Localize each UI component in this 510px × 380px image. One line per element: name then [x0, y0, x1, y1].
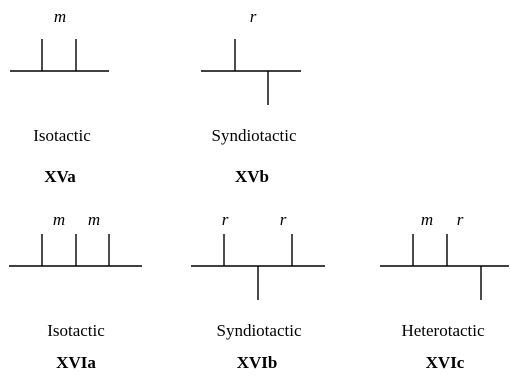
diad-label: m	[52, 210, 66, 229]
tacticity-label: Heterotactic	[401, 321, 485, 340]
tacticity-label: Syndiotactic	[211, 126, 297, 145]
tacticity-label: Isotactic	[47, 321, 105, 340]
diad-label: r	[221, 210, 229, 229]
diad-label: r	[279, 210, 287, 229]
tacticity-label: Syndiotactic	[216, 321, 302, 340]
diad-label: m	[87, 210, 101, 229]
diad-label: m	[53, 7, 67, 26]
structure-code-label: XVIa	[56, 353, 96, 372]
tacticity-label: Isotactic	[33, 126, 91, 145]
structure-code-label: XVIc	[425, 353, 465, 372]
structure-code-label: XVb	[234, 167, 270, 186]
structure-code-label: XVa	[44, 167, 76, 186]
diad-label: m	[420, 210, 434, 229]
structure-code-label: XVIb	[236, 353, 278, 372]
diad-label: r	[249, 7, 257, 26]
diad-label: r	[456, 210, 464, 229]
